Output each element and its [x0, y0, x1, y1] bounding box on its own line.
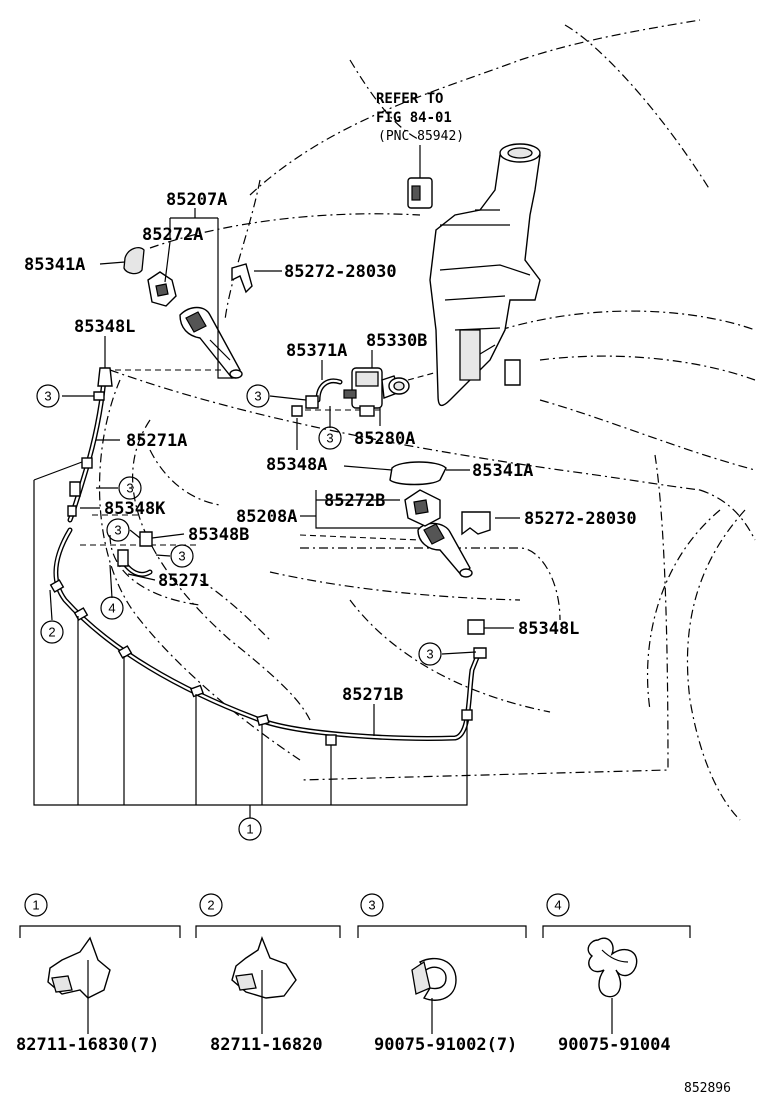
clip-85272-28030-mid: [461, 511, 491, 536]
washer-tank: [429, 143, 541, 407]
joints: [67, 367, 487, 659]
label-85348A: 85348A: [266, 455, 327, 475]
svg-text:4: 4: [108, 601, 115, 616]
reference-note: REFER TO FIG 84-01 (PNC 85942): [376, 91, 464, 144]
label-85272-28030-top: 85272-28030: [284, 262, 397, 282]
left-cover-85341A: [123, 247, 145, 275]
label-85272A: 85272A: [142, 225, 203, 245]
clip-legend: 1 82711-16830(7) 2 82711-16820 3 90075-9…: [16, 893, 691, 1055]
label-85348K: 85348K: [104, 499, 166, 519]
reference-connector: [407, 177, 433, 209]
vehicle-body-outline: [98, 19, 756, 821]
label-85371A: 85371A: [286, 341, 347, 361]
callout-1: 1: [238, 817, 262, 841]
legend-part-2: 82711-16820: [210, 1035, 323, 1055]
label-85271B: 85271B: [342, 685, 403, 705]
callout-3: 3: [418, 642, 442, 666]
hose-clips: [49, 457, 473, 746]
right-cover-85341A: [389, 461, 447, 486]
svg-text:3: 3: [114, 523, 121, 538]
label-85341A-left: 85341A: [24, 255, 85, 275]
callout-3: 3: [106, 518, 130, 542]
figure-id: 852896: [684, 1081, 731, 1096]
left-bracket-85272A: [147, 271, 177, 307]
svg-text:3: 3: [178, 549, 185, 564]
callout-3: 3: [318, 426, 342, 450]
legend-number-1: 1: [32, 898, 39, 913]
legend-item-4: 4 90075-91004: [542, 893, 691, 1055]
label-85341A-right: 85341A: [472, 461, 533, 481]
legend-item-3: 3 90075-91002(7): [357, 893, 527, 1055]
legend-part-3: 90075-91002(7): [374, 1035, 517, 1055]
reference-line1: REFER TO: [376, 91, 443, 107]
leader-lines: [33, 208, 520, 818]
svg-text:2: 2: [48, 625, 55, 640]
callout-3: 3: [246, 384, 270, 408]
svg-text:3: 3: [44, 389, 51, 404]
callout-3: 3: [118, 476, 142, 500]
hose-85271A: [67, 377, 107, 523]
reference-line3: (PNC 85942): [378, 129, 464, 144]
label-85208A: 85208A: [236, 507, 297, 527]
callout-4: 4: [100, 596, 124, 620]
label-85280A: 85280A: [354, 429, 415, 449]
label-85348L-top: 85348L: [74, 317, 135, 337]
svg-text:3: 3: [254, 389, 261, 404]
diagram-callouts: 3 3 3 3 3 3 3 4 2 1: [36, 384, 442, 841]
legend-number-4: 4: [554, 898, 561, 913]
label-85272B: 85272B: [324, 491, 385, 511]
label-85207A: 85207A: [166, 190, 227, 210]
label-85348L-bottom: 85348L: [518, 619, 579, 639]
clip-85272-28030-top: [231, 263, 253, 294]
legend-part-1: 82711-16830(7): [16, 1035, 159, 1055]
svg-text:3: 3: [326, 431, 333, 446]
right-bracket-85272B: [404, 489, 441, 527]
callout-3: 3: [36, 384, 60, 408]
reference-line2: FIG 84-01: [376, 110, 452, 126]
svg-text:3: 3: [426, 647, 433, 662]
label-85271: 85271: [158, 571, 209, 591]
label-85330B: 85330B: [366, 331, 427, 351]
svg-text:3: 3: [126, 481, 133, 496]
part-labels: 85207A 85272A 85341A 85272-28030 85348L …: [24, 190, 637, 705]
callout-3: 3: [170, 544, 194, 568]
legend-item-2: 2 82711-16820: [195, 893, 341, 1055]
legend-item-1: 1 82711-16830(7): [16, 893, 181, 1055]
label-85348B: 85348B: [188, 525, 249, 545]
legend-part-4: 90075-91004: [558, 1035, 671, 1055]
legend-number-3: 3: [368, 898, 375, 913]
callout-2: 2: [40, 620, 64, 644]
svg-text:1: 1: [246, 822, 253, 837]
label-85271A: 85271A: [126, 431, 187, 451]
left-washer-nozzle: [179, 306, 243, 380]
grommet-85330B: [388, 377, 410, 395]
label-85272-28030-mid: 85272-28030: [524, 509, 637, 529]
hose-85371A: [315, 378, 343, 403]
legend-number-2: 2: [207, 898, 214, 913]
